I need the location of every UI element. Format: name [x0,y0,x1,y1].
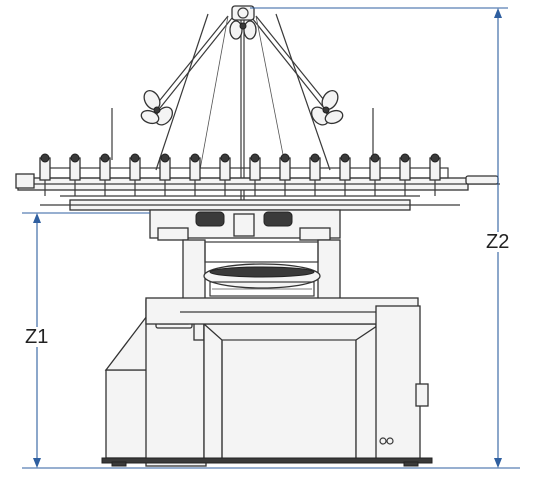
feeder-unit [429,153,441,196]
feeder-unit [129,153,141,196]
feeder-unit [279,153,291,196]
feeder-unit [399,153,411,196]
feeder-ring [15,153,500,211]
dimension-label-z2: Z2 [484,231,512,253]
feeder-units [39,153,441,196]
dimension-label-z1: Z1 [23,326,51,348]
feeder-unit [369,153,381,196]
feeder-unit [309,153,321,196]
yarn-creel [111,5,374,212]
feeder-unit [339,153,351,196]
feeder-unit [99,153,111,196]
top-fan [229,20,257,40]
left-fan [140,90,174,126]
feeder-unit [39,153,51,196]
feeder-unit [159,153,171,196]
right-fan [310,90,344,126]
feeder-unit [219,153,231,196]
feeder-unit [249,153,261,196]
machine-base [101,297,433,467]
feeder-unit [69,153,81,196]
feeder-unit [189,153,201,196]
cylinder-section [149,209,341,305]
